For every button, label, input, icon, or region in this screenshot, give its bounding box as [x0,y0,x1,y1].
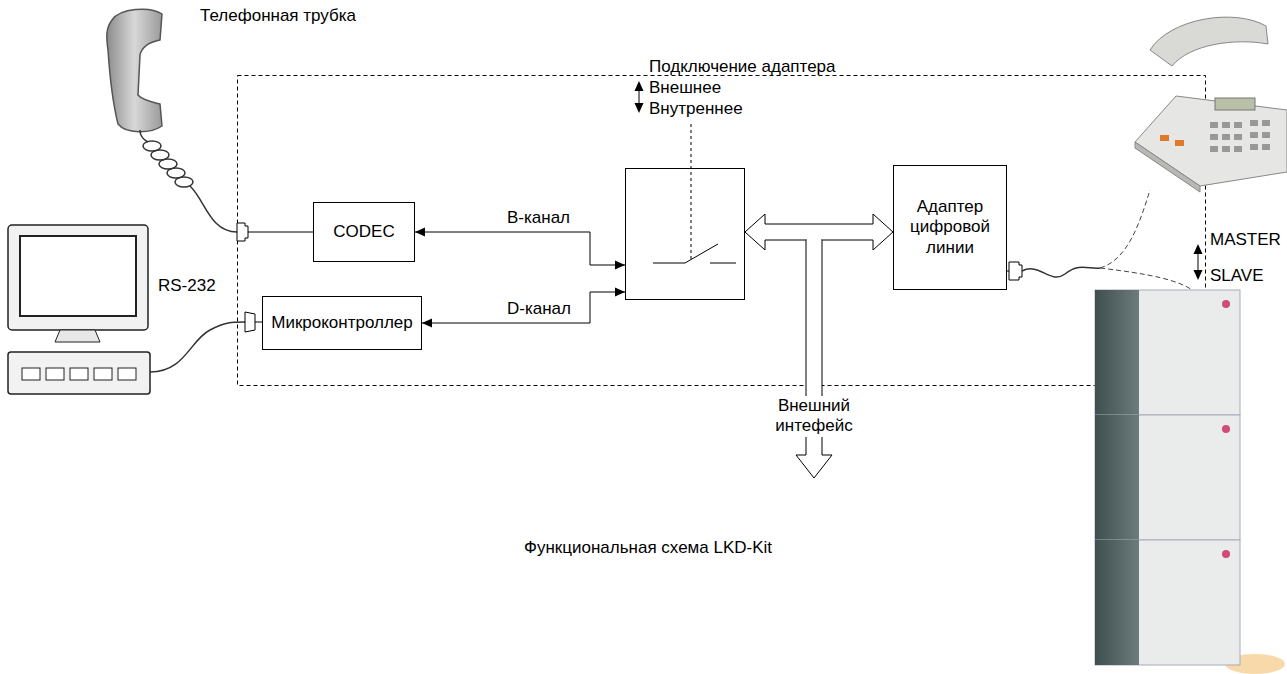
box-label: Микроконтроллер [271,313,413,333]
switch-control-line [691,123,692,259]
phone-key [1262,132,1270,138]
channel-label: B-канал [505,208,572,228]
box-label: Подключение адаптера [649,57,836,77]
mode-arrow-head [1194,270,1203,280]
switch-symbol [626,169,746,301]
line-cable [1022,267,1100,277]
switch-contact [653,263,685,264]
mode-arrow-head [635,81,644,91]
slave-cable [1100,268,1195,292]
illustration-label: Телефонная трубка [200,6,356,26]
channel-label: D-канал [505,299,573,319]
port-label: RS-232 [158,276,216,296]
keyboard-key [22,368,40,380]
codec-box: CODEC [313,202,415,262]
keyboard-illustration [8,352,150,394]
mode-label: SLAVE [1210,266,1264,286]
monitor-stand [55,330,100,342]
phone-key [1234,146,1242,152]
phone-key [1222,122,1230,128]
rs232-cable [150,322,245,372]
connector-line [415,232,625,265]
connector [415,228,625,270]
connector [422,288,625,328]
phone-key [1160,135,1169,141]
mode-arrow-head [1194,244,1203,254]
option-label: Внешнее [649,78,721,98]
phone-display [1215,98,1255,110]
phone-key [1210,146,1218,152]
phone-key [1234,134,1242,140]
handset-illustration [107,9,162,132]
phone-key [1222,134,1230,140]
phone-base [1135,142,1200,192]
pbx-module [1095,290,1240,415]
keyboard-key [94,368,112,380]
pbx-module [1095,540,1240,665]
handset-cord [140,130,148,142]
option-label: Внутреннее [649,99,743,119]
keyboard-key [46,368,64,380]
mode-arrow [1198,252,1199,272]
arrow-head [415,228,425,237]
handset-cord [190,186,237,232]
phone-illustration [1135,96,1287,186]
external-interface-arrow [796,240,832,478]
phone-key [1250,132,1258,138]
pbx-panel [1095,290,1139,415]
phone-key [1222,146,1230,152]
device-enclosure [238,76,1206,386]
phone-key [1175,140,1184,146]
rs232-wire [255,322,262,323]
pbx-panel [1095,540,1139,665]
line-adapter-box: Адаптер цифровой линии [893,165,1007,290]
handset-wire [248,232,313,233]
mode-arrow-head [635,103,644,113]
diagram-caption: Функциональная схема LKD-Kit [524,538,772,558]
phone-key [1250,144,1258,150]
box-label: CODEC [333,222,394,242]
keyboard-key [70,368,88,380]
pbx-module [1095,415,1240,540]
line-jack [1009,262,1022,280]
interface-label: Внешний интефейс [764,396,864,437]
phone-key [1250,120,1258,126]
monitor-screen [20,236,136,316]
pbx-logo [1222,550,1230,558]
rs232-connector [245,312,255,332]
phone-key [1262,144,1270,150]
master-cable [1100,190,1150,268]
pbx-panel [1095,415,1139,540]
phone-key [1262,120,1270,126]
handset-jack [237,223,248,241]
mode-label: MASTER [1210,230,1281,250]
phone-key [1234,122,1242,128]
pbx-logo [1222,425,1230,433]
mode-arrow [639,89,640,105]
arrow-head [615,288,625,297]
connector-line [422,292,625,323]
phone-key [1210,122,1218,128]
box-label: Адаптер цифровой линии [902,197,998,258]
switch-contact [710,263,736,264]
microcontroller-box: Микроконтроллер [262,296,422,350]
phone-key [1210,134,1218,140]
phone-handset [1150,17,1268,66]
pbx-logo [1222,300,1230,308]
monitor-illustration [8,225,148,330]
arrow-head [422,319,432,328]
arrow-head [615,261,625,270]
keyboard-key [118,368,136,380]
handset-cord [175,177,193,187]
switch-lever [685,244,718,263]
switch-box: Подключение адаптераВнешнееВнутреннее [625,168,745,300]
